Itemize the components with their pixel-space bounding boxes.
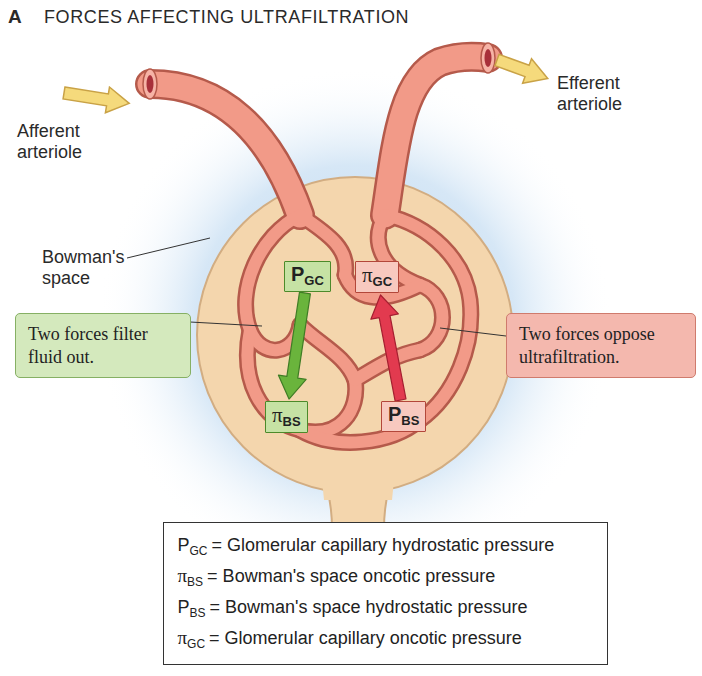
text-row: Two forces oppose ultrafiltration. — [519, 323, 683, 368]
force-box: PGC — [284, 261, 331, 292]
subscript: BS — [187, 575, 203, 589]
capillary-fill — [246, 215, 471, 442]
efferent-opening — [481, 43, 495, 73]
text-row: PGC = Glomerular capillary hydrostatic pr… — [178, 531, 593, 561]
callout-box: Two forces filter fluid out. — [15, 313, 191, 378]
force-box: πGC — [355, 261, 399, 293]
definition-text: = Bowman's space oncotic pressure — [207, 566, 495, 586]
symbol-text: π — [178, 565, 188, 586]
definition-text: = Glomerular capillary oncotic pressure — [209, 628, 522, 648]
symbol-text: π — [178, 627, 188, 648]
subscript: GC — [190, 544, 208, 558]
capillary-outline — [246, 215, 471, 442]
text-row: πGC = Glomerular capillary oncotic pressu… — [178, 623, 593, 654]
definition-text: = Glomerular capillary hydrostatic press… — [212, 535, 555, 555]
afferent-lumen — [147, 75, 154, 93]
leader-line — [127, 238, 210, 258]
leader-line — [440, 328, 506, 336]
callout-text: Two forces oppose ultrafiltration. — [519, 324, 655, 367]
afferent-tube — [150, 84, 300, 215]
subscript: GC — [187, 637, 205, 651]
symbol-text: P — [178, 535, 190, 555]
capillary-loop — [300, 325, 355, 380]
figure-title: FORCES AFFECTING ULTRAFILTRATION — [44, 7, 409, 28]
text-row: πBS = Bowman's space oncotic pressure — [178, 561, 593, 592]
subscript: GC — [304, 273, 324, 288]
flow-arrow-shape — [493, 48, 553, 91]
bowmans-capsule — [197, 177, 513, 493]
symbol-text: P — [388, 403, 401, 425]
force-box: PBS — [381, 401, 426, 432]
subscript: BS — [190, 606, 206, 620]
text-row: πGC — [362, 263, 392, 289]
subscript: BS — [401, 413, 419, 428]
force-arrow — [278, 292, 310, 399]
callout-box: Two forces oppose ultrafiltration. — [506, 313, 696, 378]
text-row: Two forces filter fluid out. — [28, 323, 178, 368]
force-box: πBS — [265, 401, 308, 433]
tubule-neck — [322, 480, 394, 500]
callout-text: Two forces filter fluid out. — [28, 324, 148, 367]
vessel-outline — [150, 57, 488, 215]
vessel-fill — [150, 57, 488, 215]
afferent-opening — [143, 69, 157, 99]
definition-box: PGC= Glomerular capillary hydrostatic pr… — [163, 522, 608, 665]
symbol-text: π — [272, 403, 283, 427]
symbol-text: P — [291, 263, 304, 285]
efferent-tube — [385, 57, 488, 215]
panel-letter: A — [8, 6, 22, 28]
efferent-lumen — [485, 49, 492, 67]
subscript: BS — [283, 414, 301, 429]
text-row: πBS — [272, 403, 301, 429]
flow-arrow — [493, 48, 553, 91]
definition-text: = Bowman's space hydrostatic pressure — [210, 597, 528, 617]
symbol-text: π — [362, 263, 373, 287]
subscript: GC — [373, 274, 393, 289]
leader-line — [190, 322, 262, 326]
part-label: Bowman's space — [42, 247, 142, 288]
text-row: PBS — [388, 403, 419, 428]
flow-arrow — [62, 80, 131, 116]
part-label: Afferent arteriole — [17, 121, 117, 162]
capillary-loop — [300, 325, 355, 380]
part-label: Efferent arteriole — [557, 73, 657, 114]
text-row: PGC — [291, 263, 324, 288]
flow-arrow-shape — [62, 80, 131, 116]
force-arrow — [371, 295, 406, 401]
symbol-text: P — [178, 597, 190, 617]
text-row: PBS = Bowman's space hydrostatic pressure — [178, 593, 593, 623]
efferent-tube-outline — [385, 57, 488, 215]
afferent-tube-outline — [150, 84, 300, 215]
